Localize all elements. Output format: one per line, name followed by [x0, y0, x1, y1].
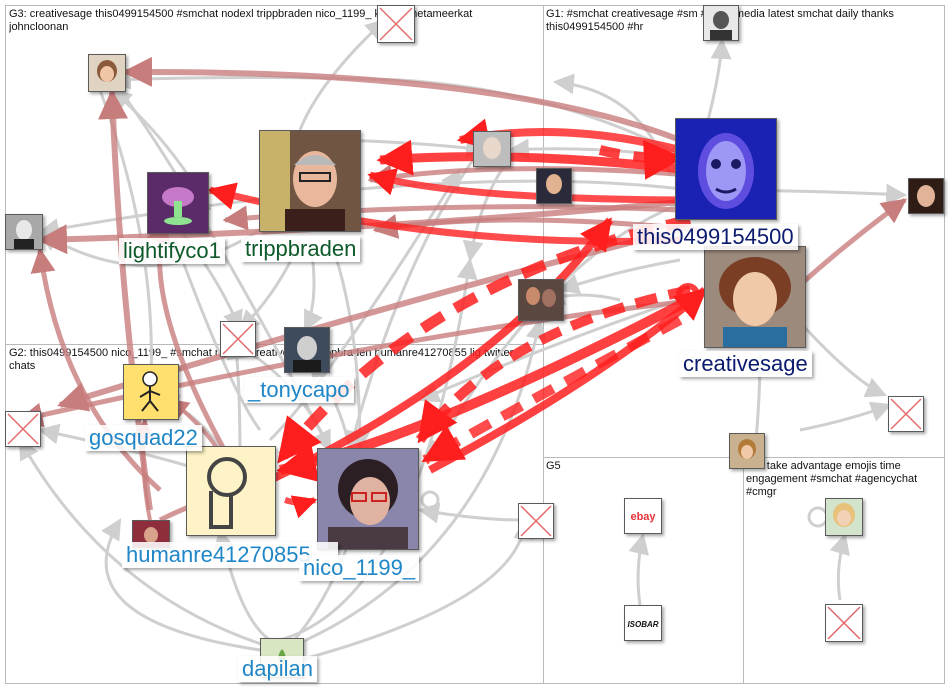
strong-edges: [207, 118, 708, 519]
logo-ebay-text: ebay: [630, 511, 656, 523]
avatar-g3-man-grey[interactable]: [473, 131, 511, 167]
avatar-lightifyco1[interactable]: [147, 172, 209, 234]
avatar-g1-small[interactable]: [536, 168, 572, 204]
avatar-this0499154500[interactable]: [675, 118, 777, 220]
missing-avatar-right[interactable]: [888, 396, 924, 432]
avatar-g1-top[interactable]: [703, 5, 739, 41]
label-lightifyco1[interactable]: lightifyco1: [119, 238, 225, 264]
missing-avatar-mid[interactable]: [518, 503, 554, 539]
avatar-g1-bottom[interactable]: [729, 433, 765, 469]
group-title-g2: G2: this0499154500 nico_1199_ #smchat no…: [9, 347, 514, 372]
missing-avatar-g4[interactable]: [825, 604, 863, 642]
group-title-g3: G3: creativesage this0499154500 #smchat …: [9, 8, 473, 33]
group-panel-g4: [743, 457, 945, 684]
label-gosquad22[interactable]: gosquad22: [85, 425, 202, 451]
label-humanre41270855[interactable]: humanre41270855: [122, 542, 338, 568]
label-dapilan[interactable]: dapilan: [238, 656, 317, 682]
logo-ebay[interactable]: ebay: [624, 498, 662, 534]
group-title-g5: G5: [546, 460, 561, 472]
self-loop-nico: [420, 490, 440, 510]
avatar-gosquad22[interactable]: [123, 364, 179, 420]
avatar-nico_1199_[interactable]: [317, 448, 419, 550]
avatar-g4-woman[interactable]: [825, 498, 863, 536]
label-this0499154500[interactable]: this0499154500: [633, 224, 798, 250]
avatar-tonycapo[interactable]: [284, 327, 330, 373]
self-loop-creativesage: [676, 283, 700, 307]
missing-avatar-left[interactable]: [5, 411, 41, 447]
group-title-g4: G4: take advantage emojis time engagemen…: [746, 460, 918, 498]
avatar-g3-man-left[interactable]: [5, 214, 43, 250]
missing-avatar-g3[interactable]: [220, 321, 256, 357]
label-tonycapo[interactable]: _tonycapo: [244, 377, 354, 403]
label-trippbraden[interactable]: trippbraden: [241, 236, 361, 262]
avatar-trippbraden[interactable]: [259, 130, 361, 232]
label-creativesage[interactable]: creativesage: [679, 351, 812, 377]
avatar-g1-pair[interactable]: [518, 279, 564, 321]
avatar-g1-right[interactable]: [908, 178, 944, 214]
avatar-creativesage[interactable]: [704, 246, 806, 348]
missing-avatar-top[interactable]: [377, 5, 415, 43]
logo-isobar[interactable]: ISOBAR: [624, 605, 662, 641]
avatar-g3-woman[interactable]: [88, 54, 126, 92]
label-nico_1199_[interactable]: nico_1199_: [299, 555, 420, 581]
logo-isobar-text: ISOBAR: [627, 620, 658, 629]
avatar-humanre41270855[interactable]: [186, 446, 276, 536]
